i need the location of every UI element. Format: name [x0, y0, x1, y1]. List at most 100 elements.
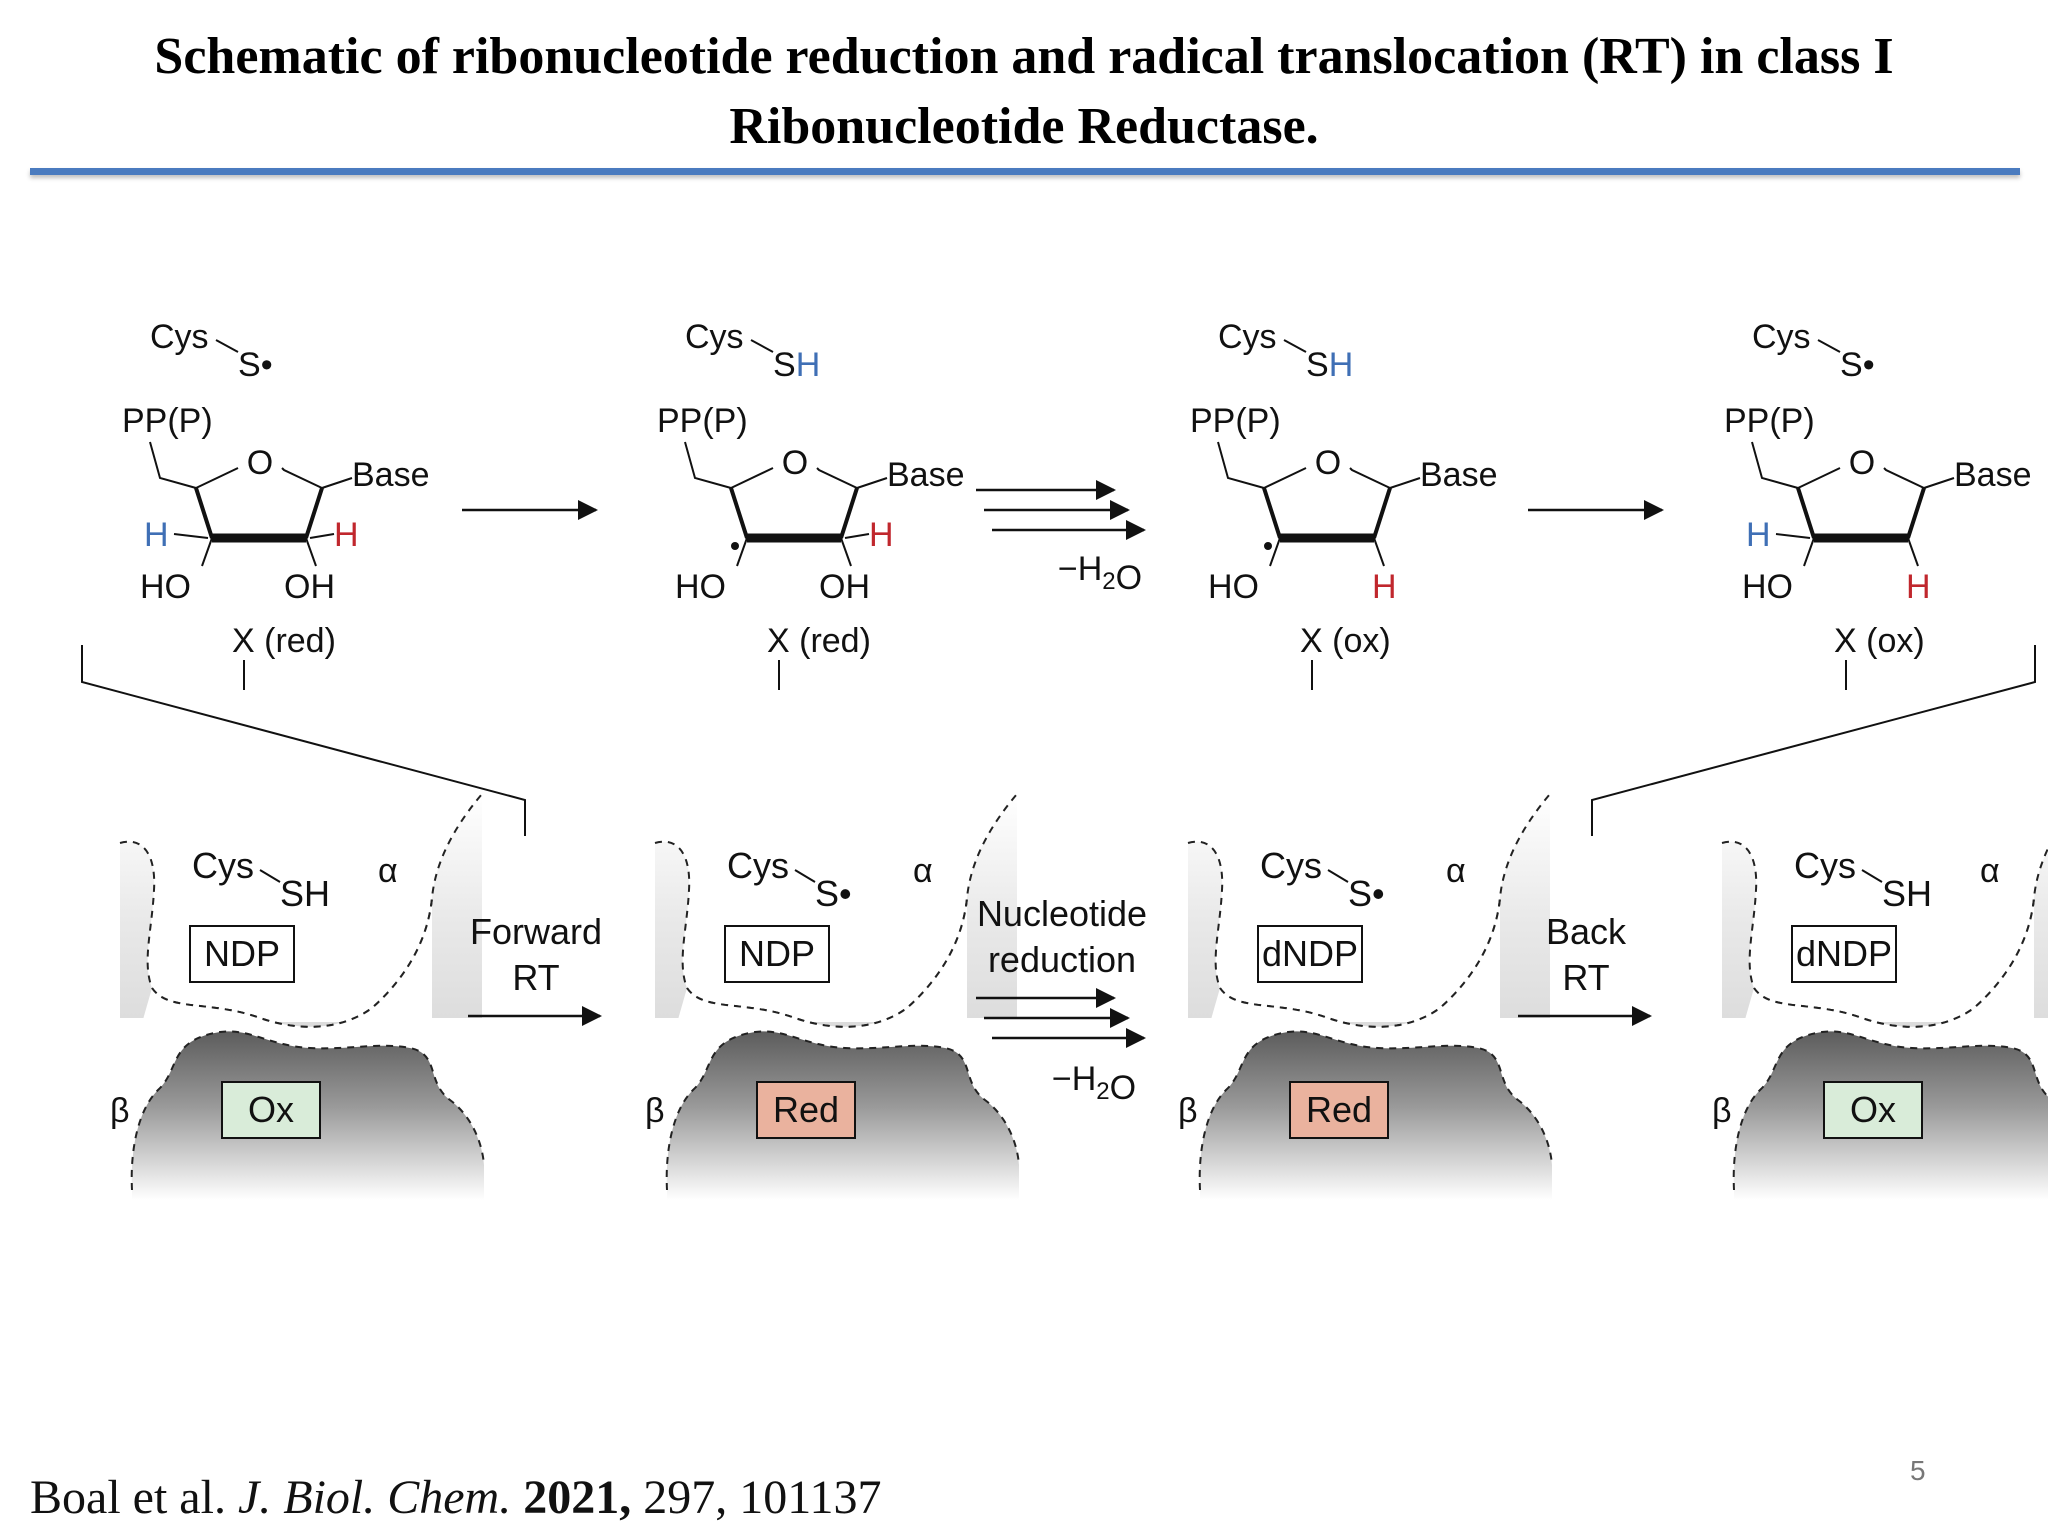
alpha-lower-outline	[151, 897, 433, 1028]
state-cys-label: Cys	[192, 845, 254, 886]
ring-top-bonds	[195, 467, 323, 489]
state-cys-bond	[794, 869, 816, 883]
page-number: 5	[1910, 1455, 1926, 1486]
nucleotide-box	[1791, 925, 1897, 983]
ring-linker	[1217, 441, 1265, 489]
state-cys-label: Cys	[1260, 845, 1322, 886]
alpha-label: α	[378, 852, 398, 890]
ring-top-bonds	[1263, 467, 1391, 489]
cofactor-label: Ox	[248, 1089, 294, 1130]
ring-oxygen: O	[782, 444, 808, 482]
title-line-1: Schematic of ribonucleotide reduction an…	[154, 28, 1894, 85]
cofactor-box	[1289, 1081, 1389, 1139]
beta-label: β	[645, 1092, 665, 1130]
base-bond	[1923, 477, 1955, 489]
oh-label: OH	[819, 568, 870, 606]
radical-dot	[731, 542, 739, 550]
beta-label: β	[110, 1092, 130, 1130]
transition-line-1: Nucleotide	[977, 893, 1147, 934]
bracket-right	[1591, 645, 2036, 836]
ring-top-bonds	[1797, 467, 1925, 489]
ho-bond	[1803, 537, 1815, 567]
citation-volume-page: 297, 101137	[643, 1471, 882, 1524]
h-right-bond	[1907, 537, 1919, 567]
citation: Boal et al. J. Biol. Chem. 2021, 297, 10…	[30, 1470, 881, 1525]
cys-label: Cys	[150, 318, 209, 356]
state-cys-label: Cys	[1794, 845, 1856, 886]
base-label: Base	[1420, 456, 1498, 494]
ho-bond	[736, 537, 748, 567]
alpha-clip	[120, 1018, 485, 1022]
h-right-bond	[1373, 537, 1385, 567]
cys-bond	[750, 339, 774, 353]
transition-line-1: Back	[1546, 911, 1627, 952]
ring-top-bonds	[730, 467, 858, 489]
ho-bond	[201, 537, 213, 567]
thiol-label: S•	[238, 346, 273, 384]
top-arrow-2-label: −H2O	[1058, 550, 1142, 597]
nucleotide-box	[189, 925, 295, 983]
alpha-clip	[655, 1018, 1020, 1022]
transition-sub-label: −H2O	[1052, 1060, 1136, 1107]
cofactor-box	[221, 1081, 321, 1139]
x-state-label: X (ox)	[1834, 622, 1925, 660]
h-left-label: H	[1746, 516, 1771, 554]
h-right-bond	[844, 533, 870, 539]
beta-outline	[1198, 1030, 1553, 1191]
transition-line-2: reduction	[988, 939, 1136, 980]
beta-outline	[130, 1030, 485, 1191]
top-reaction-arrows: −H2O	[462, 480, 1664, 597]
state-thiol-label: S•	[1348, 873, 1385, 914]
thiol-label: S•	[1840, 346, 1875, 384]
oh-bond	[840, 537, 852, 567]
title-line-2: Ribonucleotide Reductase.	[729, 98, 1319, 155]
alpha-clip	[1722, 1018, 2048, 1022]
cys-label: Cys	[1218, 318, 1277, 356]
citation-authors: Boal et al.	[30, 1471, 226, 1524]
phosphate-label: PP(P)	[1724, 402, 1815, 440]
state-thiol-label: S•	[815, 873, 852, 914]
ring-side-bonds	[1262, 487, 1392, 539]
alpha-lower-mask	[675, 898, 967, 1030]
x-state-label: X (red)	[767, 622, 871, 660]
alpha-label: α	[1446, 852, 1466, 890]
cys-label: Cys	[1752, 318, 1811, 356]
h-right-label: H	[1906, 568, 1931, 606]
alpha-lower-outline	[1219, 897, 1501, 1028]
state-thiol-label: SH	[280, 873, 330, 914]
alpha-lower-mask	[1742, 898, 2034, 1030]
h-right-label: H	[869, 516, 894, 554]
thiol-label: SH	[773, 346, 820, 384]
citation-journal: J. Biol. Chem.	[237, 1471, 512, 1524]
beta-outline	[1732, 1030, 2048, 1191]
base-label: Base	[1954, 456, 2032, 494]
nucleotide-label: NDP	[739, 933, 815, 974]
thiol-label: SH	[1306, 346, 1353, 384]
phosphate-label: PP(P)	[122, 402, 213, 440]
ho-label: HO	[140, 568, 191, 606]
h-left-bond	[1775, 533, 1811, 539]
phosphate-label: PP(P)	[1190, 402, 1281, 440]
h-left-bond	[173, 533, 209, 539]
base-bond	[321, 477, 353, 489]
ring-oxygen: O	[1315, 444, 1341, 482]
cofactor-label: Red	[773, 1089, 839, 1130]
cofactor-box	[1823, 1081, 1923, 1139]
base-label: Base	[352, 456, 430, 494]
x-state-label: X (red)	[232, 622, 336, 660]
ring-oxygen: O	[1849, 444, 1875, 482]
oh-bond	[305, 537, 317, 567]
cofactor-box	[756, 1081, 856, 1139]
nucleotide-box	[1257, 925, 1363, 983]
alpha-lower-outline	[1753, 897, 2035, 1028]
ho-label: HO	[1208, 568, 1259, 606]
base-bond	[1389, 477, 1421, 489]
ring-side-bonds	[194, 487, 324, 539]
state-cys-bond	[1861, 869, 1883, 883]
nucleotide-box	[724, 925, 830, 983]
